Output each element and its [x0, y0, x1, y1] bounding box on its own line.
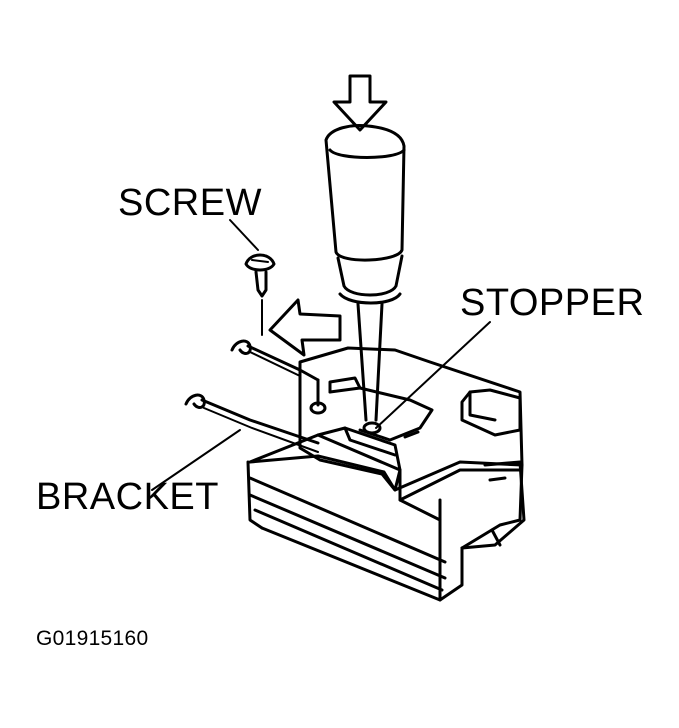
bracket-wire-lower [184, 393, 320, 453]
screw-icon [244, 253, 276, 298]
bracket-label: BRACKET [36, 476, 219, 518]
screw-label: SCREW [118, 182, 262, 224]
stopper-leader-line [375, 321, 491, 429]
screw-leader-line [229, 219, 259, 251]
bracket-leader-line [151, 429, 241, 491]
screwdriver-icon [324, 124, 406, 435]
downward-force-arrow-icon [332, 74, 388, 132]
bracket-wire-upper [230, 339, 320, 407]
slide-direction-arrow-icon [268, 298, 342, 357]
module-body [246, 346, 526, 602]
stopper-label: STOPPER [460, 282, 645, 324]
screw-hole [309, 401, 327, 415]
figure-code: G01915160 [36, 627, 149, 650]
